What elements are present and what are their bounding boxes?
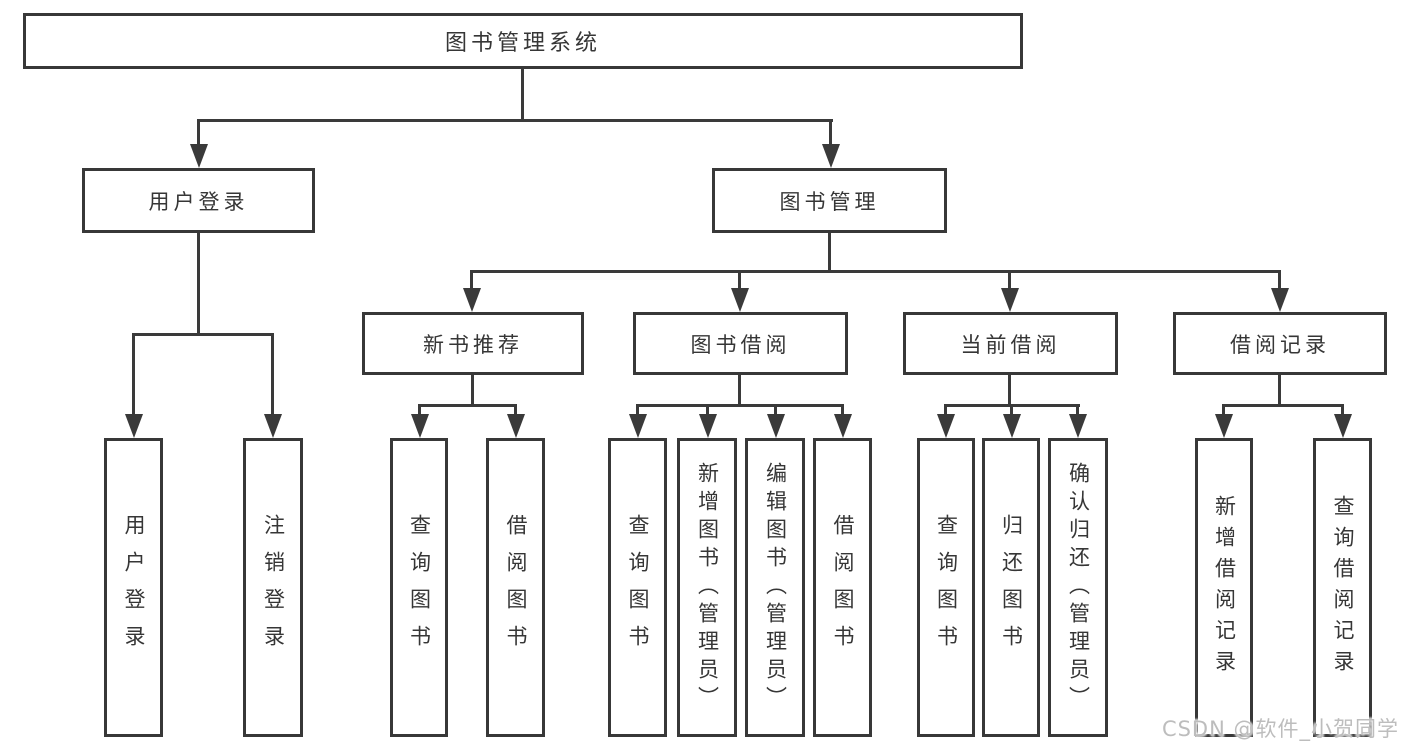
arrow-down-icon (767, 414, 785, 438)
connector-segment (1008, 375, 1011, 407)
connector-segment (1278, 270, 1281, 290)
connector-segment (197, 119, 833, 122)
connector-segment (1222, 404, 1344, 407)
connector-segment (944, 404, 947, 418)
node-label: 新书推荐 (423, 332, 523, 357)
node-label: 新增图书（管理员） (695, 461, 720, 714)
node-current-borrow: 当前借阅 (903, 312, 1118, 375)
arrow-down-icon (1215, 414, 1233, 438)
node-label: 用户登录 (148, 189, 249, 214)
connector-segment (636, 404, 639, 418)
arrow-down-icon (463, 288, 481, 312)
connector-segment (271, 333, 274, 416)
node-label: 借阅记录 (1230, 332, 1330, 357)
node-label: 查询借阅记录 (1331, 494, 1355, 681)
arrow-down-icon (822, 144, 840, 168)
node-label: 注销登录 (261, 513, 286, 662)
connector-segment (418, 404, 517, 407)
connector-segment (132, 333, 135, 416)
node-label: 编辑图书（管理员） (763, 461, 788, 714)
arrow-down-icon (190, 144, 208, 168)
node-label: 用户登录 (122, 513, 146, 662)
arrow-down-icon (1069, 414, 1087, 438)
arrow-down-icon (731, 288, 749, 312)
node-label: 确认归还（管理员） (1066, 461, 1091, 714)
connector-segment (1341, 404, 1344, 418)
node-label: 借阅图书 (831, 513, 855, 662)
arrow-down-icon (411, 414, 429, 438)
arrow-down-icon (125, 414, 143, 438)
connector-segment (470, 270, 473, 290)
connector-segment (514, 404, 517, 418)
leaf-confirm-return-admin: 确认归还（管理员） (1048, 438, 1108, 737)
node-label: 查询图书 (934, 513, 959, 662)
node-book-borrow: 图书借阅 (633, 312, 848, 375)
node-new-book-recommend: 新书推荐 (362, 312, 584, 375)
connector-segment (829, 119, 832, 147)
node-label: 归还图书 (999, 513, 1024, 662)
connector-segment (470, 270, 1281, 273)
leaf-logout: 注销登录 (243, 438, 303, 737)
node-label: 图书管理 (779, 189, 880, 214)
connector-segment (1010, 404, 1013, 418)
connector-segment (521, 69, 524, 121)
leaf-query-borrow-record: 查询借阅记录 (1313, 438, 1372, 737)
arrow-down-icon (834, 414, 852, 438)
node-label: 当前借阅 (960, 332, 1061, 357)
leaf-borrow-books-1: 借阅图书 (486, 438, 545, 737)
connector-segment (132, 333, 273, 336)
node-label: 新增借阅记录 (1212, 494, 1237, 681)
leaf-user-login: 用户登录 (104, 438, 163, 737)
node-label: 查询图书 (626, 513, 650, 662)
connector-segment (1008, 270, 1011, 290)
node-borrow-records: 借阅记录 (1173, 312, 1387, 375)
leaf-query-books-2: 查询图书 (608, 438, 667, 737)
connector-segment (197, 233, 200, 336)
connector-segment (828, 233, 831, 272)
connector-segment (1222, 404, 1225, 418)
leaf-borrow-books-2: 借阅图书 (813, 438, 872, 737)
arrow-down-icon (629, 414, 647, 438)
arrow-down-icon (1003, 414, 1021, 438)
connector-segment (636, 404, 844, 407)
node-user-login: 用户登录 (82, 168, 315, 233)
node-label: 图书管理系统 (444, 31, 601, 56)
connector-segment (738, 270, 741, 290)
connector-segment (471, 375, 474, 407)
arrow-down-icon (264, 414, 282, 438)
leaf-query-books-3: 查询图书 (917, 438, 975, 737)
arrow-down-icon (1001, 288, 1019, 312)
arrow-down-icon (1271, 288, 1289, 312)
connector-segment (418, 404, 421, 418)
connector-segment (774, 404, 777, 418)
node-label: 查询图书 (407, 513, 432, 662)
connector-segment (706, 404, 709, 418)
connector-segment (1278, 375, 1281, 407)
leaf-edit-book-admin: 编辑图书（管理员） (745, 438, 805, 737)
connector-segment (197, 119, 200, 147)
arrow-down-icon (699, 414, 717, 438)
node-label: 图书借阅 (690, 332, 791, 357)
leaf-return-book: 归还图书 (982, 438, 1040, 737)
arrow-down-icon (507, 414, 525, 438)
node-root-library-management-system: 图书管理系统 (23, 13, 1023, 69)
node-label: 借阅图书 (504, 513, 528, 662)
leaf-add-borrow-record: 新增借阅记录 (1195, 438, 1253, 737)
leaf-add-book-admin: 新增图书（管理员） (677, 438, 737, 737)
node-book-management: 图书管理 (712, 168, 947, 233)
arrow-down-icon (1334, 414, 1352, 438)
connector-segment (738, 375, 741, 407)
leaf-query-books-1: 查询图书 (390, 438, 448, 737)
connector-segment (841, 404, 844, 418)
csdn-watermark: CSDN @软件_小贺同学 (1161, 717, 1399, 741)
connector-segment (1076, 404, 1079, 418)
arrow-down-icon (937, 414, 955, 438)
